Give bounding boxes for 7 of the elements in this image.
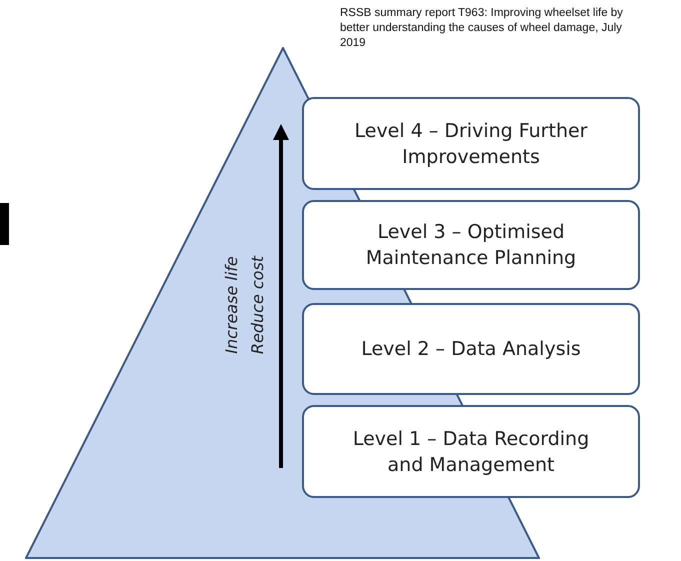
axis-label: Increase life	[222, 255, 242, 356]
axis-label: Reduce cost	[248, 254, 268, 356]
level-box: Level 3 – Optimised Maintenance Planning	[302, 200, 640, 290]
source-caption: RSSB summary report T963: Improving wheelset life by better understanding the causes of wheel damage, July 2019	[340, 6, 624, 51]
level-box: Level 2 – Data Analysis	[302, 303, 640, 395]
level-box: Level 4 – Driving Further Improvements	[302, 97, 640, 190]
level-box: Level 1 – Data Recording and Management	[302, 405, 640, 498]
